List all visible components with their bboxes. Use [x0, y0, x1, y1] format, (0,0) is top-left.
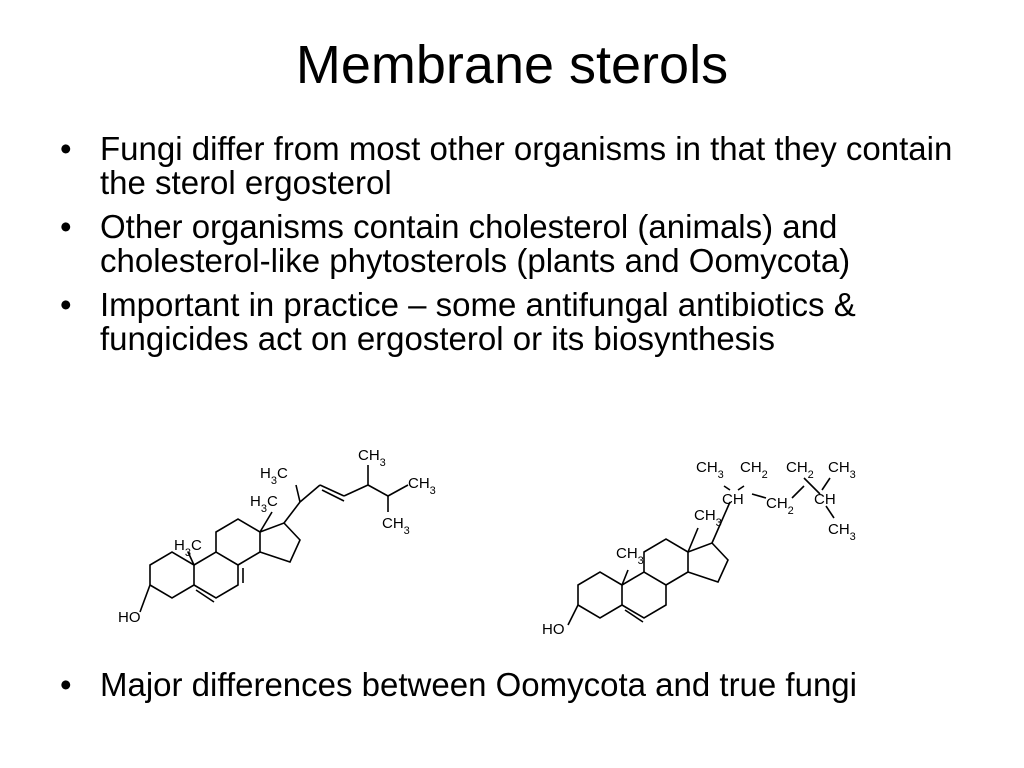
- cholesterol-ch2-label: CH2: [786, 459, 814, 481]
- ergosterol-h3c-label: H3C: [174, 537, 202, 559]
- ergosterol-ch3-label: CH3: [408, 475, 436, 497]
- cholesterol-ho-label: HO: [542, 621, 565, 638]
- ergosterol-bonds: [139, 465, 409, 613]
- cholesterol-ch2-label: CH2: [740, 459, 768, 481]
- cholesterol-ch-label: CH: [814, 491, 836, 508]
- cholesterol-ch3-label: CH3: [828, 459, 856, 481]
- cholesterol-structure: CH3 CH2 CH2 CH3 CH CH2 CH CH3 CH3 CH3 HO: [530, 450, 890, 650]
- cholesterol-ch2-label: CH2: [766, 495, 794, 517]
- cholesterol-bonds: [567, 477, 835, 626]
- ergosterol-ch3-label: CH3: [358, 447, 386, 469]
- cholesterol-ch3-label: CH3: [694, 507, 722, 529]
- bullet-item: Important in practice – some antifungal …: [56, 288, 996, 356]
- ergosterol-ch3-label: CH3: [382, 515, 410, 537]
- bullet-list: Fungi differ from most other organisms i…: [56, 132, 996, 366]
- bullet-item: Major differences between Oomycota and t…: [56, 668, 996, 703]
- cholesterol-ch-label: CH: [722, 491, 744, 508]
- bullet-item: Other organisms contain cholesterol (ani…: [56, 210, 996, 278]
- ergosterol-h3c-label: H3C: [250, 493, 278, 515]
- cholesterol-ch3-label: CH3: [616, 545, 644, 567]
- ergosterol-ho-label: HO: [118, 609, 141, 626]
- bullet-list-bottom: Major differences between Oomycota and t…: [56, 668, 996, 712]
- ergosterol-h3c-label: H3C: [260, 465, 288, 487]
- cholesterol-ch3-label: CH3: [696, 459, 724, 481]
- bullet-item: Fungi differ from most other organisms i…: [56, 132, 996, 200]
- slide-title: Membrane sterols: [295, 35, 729, 95]
- ergosterol-structure: CH3 H3C CH3 CH3 H3C H3C HO: [100, 440, 460, 640]
- cholesterol-ch3-label: CH3: [828, 521, 856, 543]
